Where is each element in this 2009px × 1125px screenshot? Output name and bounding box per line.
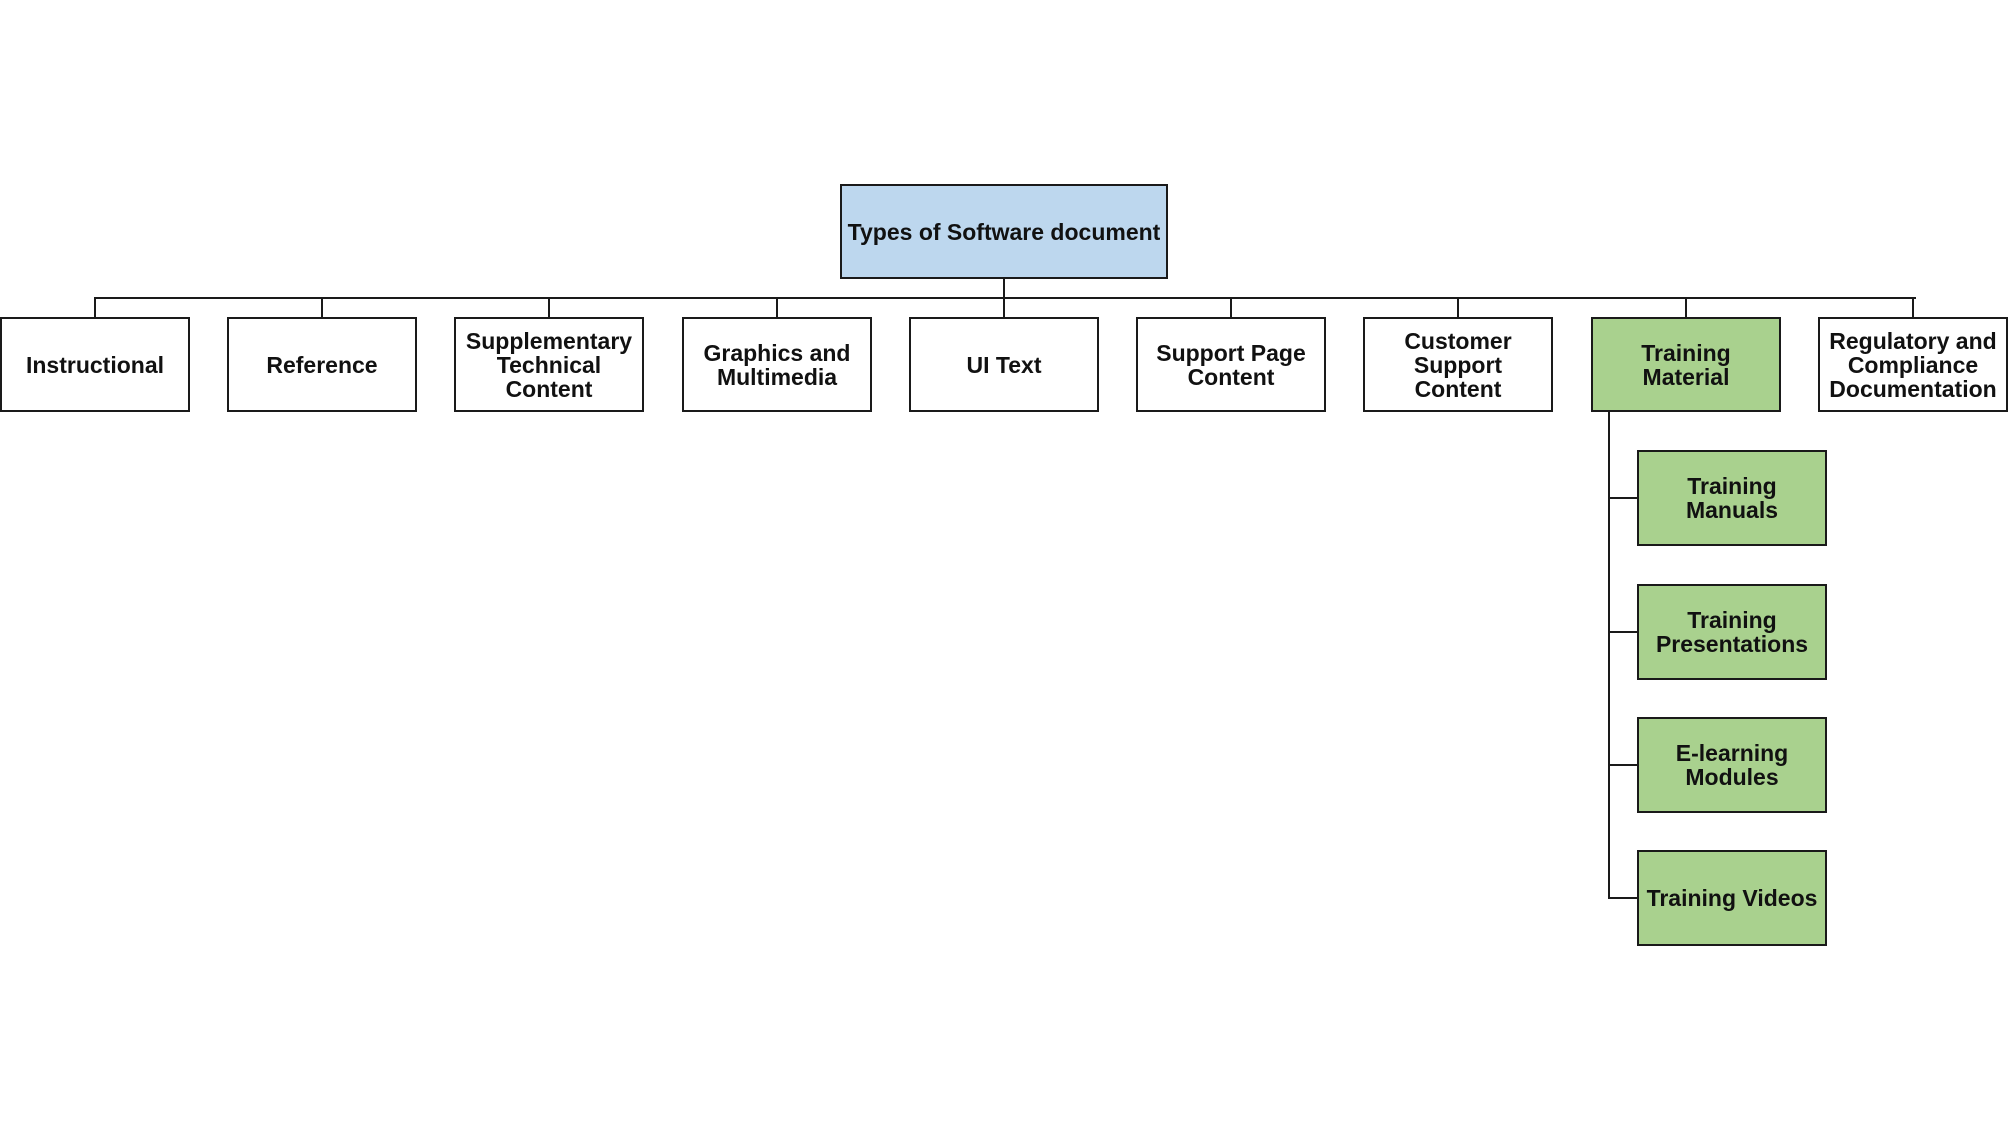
training-child-label: Training Manuals [1685,473,1779,523]
training-child-node-presentations: Training Presentations [1637,584,1827,680]
category-label: Regulatory and Compliance Documentation [1829,327,1997,402]
training-branch-line-1 [1608,497,1638,499]
category-label: Customer Support Content [1404,327,1512,402]
training-child-label: Training Videos [1646,885,1818,911]
training-child-label: E-learning Modules [1675,740,1789,790]
drop-line-ui-text [1003,297,1005,318]
category-node-instructional: Instructional [0,317,190,412]
category-label: Reference [266,351,378,378]
horizontal-bus-line [94,297,1916,299]
training-branch-line-3 [1608,764,1638,766]
category-label: Training Material [1641,339,1731,390]
drop-line-regulatory [1912,297,1914,318]
category-node-ui-text: UI Text [909,317,1099,412]
category-node-reference: Reference [227,317,417,412]
drop-line-training-material [1685,297,1687,318]
training-child-node-videos: Training Videos [1637,850,1827,946]
root-label: Types of Software document [847,218,1161,245]
training-child-node-e-learning-modules: E-learning Modules [1637,717,1827,813]
category-node-supplementary-technical-content: Supplementary Technical Content [454,317,644,412]
category-node-graphics-and-multimedia: Graphics and Multimedia [682,317,872,412]
training-branch-line-4 [1608,897,1638,899]
drop-line-customer-support [1457,297,1459,318]
root-node: Types of Software document [840,184,1168,279]
category-node-customer-support-content: Customer Support Content [1363,317,1553,412]
drop-line-reference [321,297,323,318]
category-node-support-page-content: Support Page Content [1136,317,1326,412]
drop-line-support-page [1230,297,1232,318]
root-stem-line [1003,278,1005,298]
category-node-training-material: Training Material [1591,317,1781,412]
training-child-node-manuals: Training Manuals [1637,450,1827,546]
training-vertical-line [1608,411,1610,898]
category-label: UI Text [966,351,1042,378]
drop-line-graphics [776,297,778,318]
training-child-label: Training Presentations [1655,607,1809,657]
category-label: Graphics and Multimedia [703,339,851,390]
category-label: Support Page Content [1156,339,1306,390]
category-node-regulatory-and-compliance-documentation: Regulatory and Compliance Documentation [1818,317,2008,412]
category-label: Instructional [25,351,164,378]
drop-line-instructional [94,297,96,318]
training-branch-line-2 [1608,631,1638,633]
drop-line-supplementary [548,297,550,318]
category-label: Supplementary Technical Content [465,327,633,402]
